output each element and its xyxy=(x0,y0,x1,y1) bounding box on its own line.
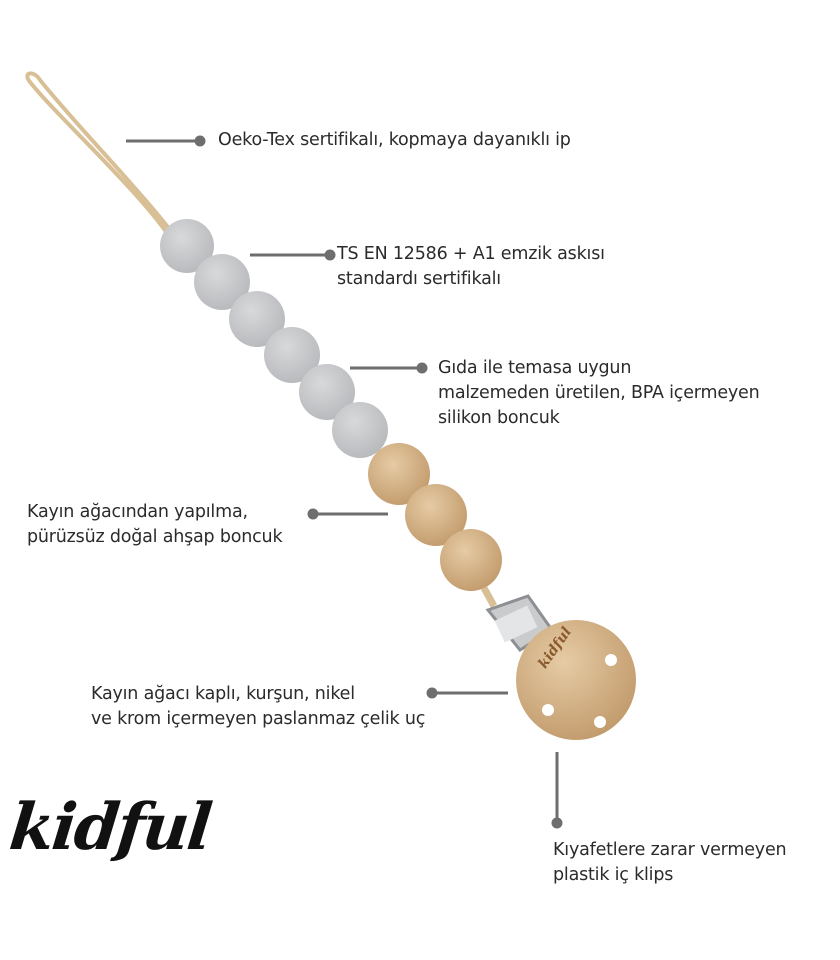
silicone-beads xyxy=(160,219,388,458)
callout-text: ve krom içermeyen paslanmaz çelik uç xyxy=(91,709,426,729)
kidful-logo: kidful xyxy=(6,790,214,865)
cord-knot xyxy=(480,586,498,608)
callout-text: Kıyafetlere zarar vermeyen xyxy=(553,840,787,860)
callout-text: TS EN 12586 + A1 emzik askısı xyxy=(337,244,605,264)
callout-text: Kayın ağacı kaplı, kurşun, nikel xyxy=(91,684,355,704)
callout-leaders xyxy=(126,135,563,829)
callout-text: plastik iç klips xyxy=(553,865,674,885)
callout-text: pürüzsüz doğal ahşap boncuk xyxy=(27,527,283,547)
callout-text: Oeko-Tex sertifikalı, kopmaya dayanıklı … xyxy=(218,130,571,150)
wooden-clip-head xyxy=(516,620,636,740)
cord-loop xyxy=(25,71,184,251)
callout-wooden-bead: Kayın ağacından yapılma, pürüzsüz doğal … xyxy=(27,500,283,550)
callout-cord: Oeko-Tex sertifikalı, kopmaya dayanıklı … xyxy=(218,128,571,153)
callout-text: malzemeden üretilen, BPA içermeyen xyxy=(438,383,760,403)
wooden-beads xyxy=(368,443,502,591)
callout-text: Kayın ağacından yapılma, xyxy=(27,502,248,522)
callout-plastic-clip: Kıyafetlere zarar vermeyen plastik iç kl… xyxy=(553,838,787,888)
callout-standard: TS EN 12586 + A1 emzik askısı standardı … xyxy=(337,242,605,292)
callout-text: Gıda ile temasa uygun xyxy=(438,358,632,378)
callout-steel-tip: Kayın ağacı kaplı, kurşun, nikel ve krom… xyxy=(91,682,425,732)
callout-text: standardı sertifikalı xyxy=(337,269,501,289)
callout-text: silikon boncuk xyxy=(438,408,560,428)
callout-silicone-bead: Gıda ile temasa uygun malzemeden üretile… xyxy=(438,356,760,431)
